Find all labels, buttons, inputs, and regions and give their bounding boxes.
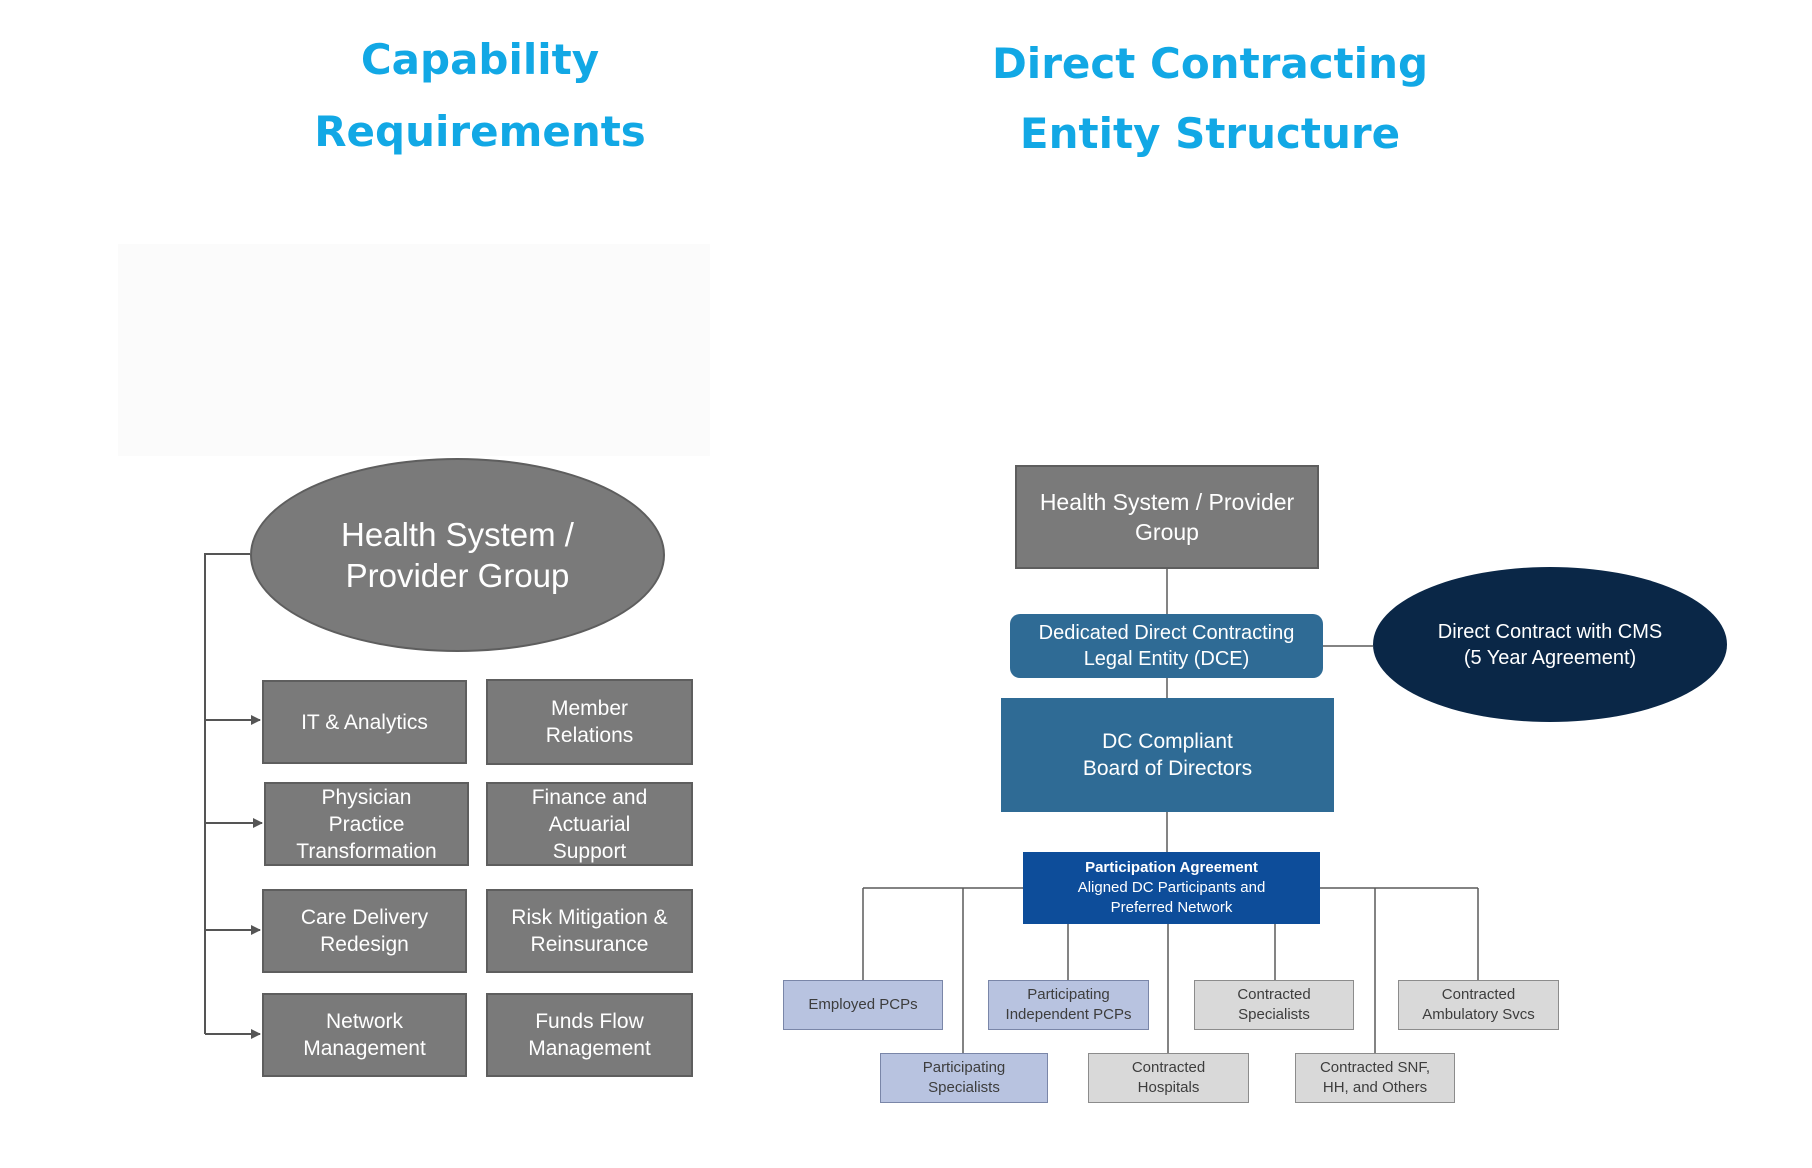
board-of-directors-box: DC Compliant Board of Directors bbox=[1001, 698, 1334, 812]
capability-finance-actuarial: Finance and Actuarial Support bbox=[486, 782, 693, 866]
capability-title-line2: Requirements bbox=[314, 107, 646, 156]
leaf-employed-pcps: Employed PCPs bbox=[783, 980, 943, 1030]
dce-structure-title-line1: Direct Contracting bbox=[991, 39, 1429, 88]
participation-agreement-body: Aligned DC Participants and Preferred Ne… bbox=[1077, 879, 1266, 916]
leaf-participating-independent-pcps: Participating Independent PCPs bbox=[988, 980, 1149, 1030]
leaf-contracted-specialists: Contracted Specialists bbox=[1194, 980, 1354, 1030]
capability-funds-flow: Funds Flow Management bbox=[486, 993, 693, 1077]
capability-physician-practice: Physician Practice Transformation bbox=[264, 782, 469, 866]
leaf-participating-specialists: Participating Specialists bbox=[880, 1053, 1048, 1103]
health-system-box: Health System / Provider Group bbox=[1015, 465, 1319, 569]
dce-legal-entity-box: Dedicated Direct Contracting Legal Entit… bbox=[1010, 614, 1323, 678]
faded-placeholder-area bbox=[118, 244, 710, 456]
capability-it-analytics: IT & Analytics bbox=[262, 680, 467, 764]
capability-trunk-line bbox=[204, 553, 250, 1034]
leaf-contracted-snf: Contracted SNF, HH, and Others bbox=[1295, 1053, 1455, 1103]
cms-contract-oval: Direct Contract with CMS (5 Year Agreeme… bbox=[1373, 567, 1727, 722]
capability-network-management: Network Management bbox=[262, 993, 467, 1077]
participation-agreement-box: Participation Agreement Aligned DC Parti… bbox=[1023, 852, 1320, 924]
capability-risk-mitigation: Risk Mitigation & Reinsurance bbox=[486, 889, 693, 973]
leaf-contracted-ambulatory: Contracted Ambulatory Svcs bbox=[1398, 980, 1559, 1030]
leaf-contracted-hospitals: Contracted Hospitals bbox=[1088, 1053, 1249, 1103]
participation-agreement-title: Participation Agreement bbox=[1085, 859, 1258, 876]
dce-structure-title-line2: Entity Structure bbox=[1019, 109, 1401, 158]
capability-title-line1: Capability bbox=[360, 35, 600, 84]
capability-member-relations: Member Relations bbox=[486, 679, 693, 765]
capability-care-delivery: Care Delivery Redesign bbox=[262, 889, 467, 973]
health-system-oval: Health System / Provider Group bbox=[250, 458, 665, 652]
